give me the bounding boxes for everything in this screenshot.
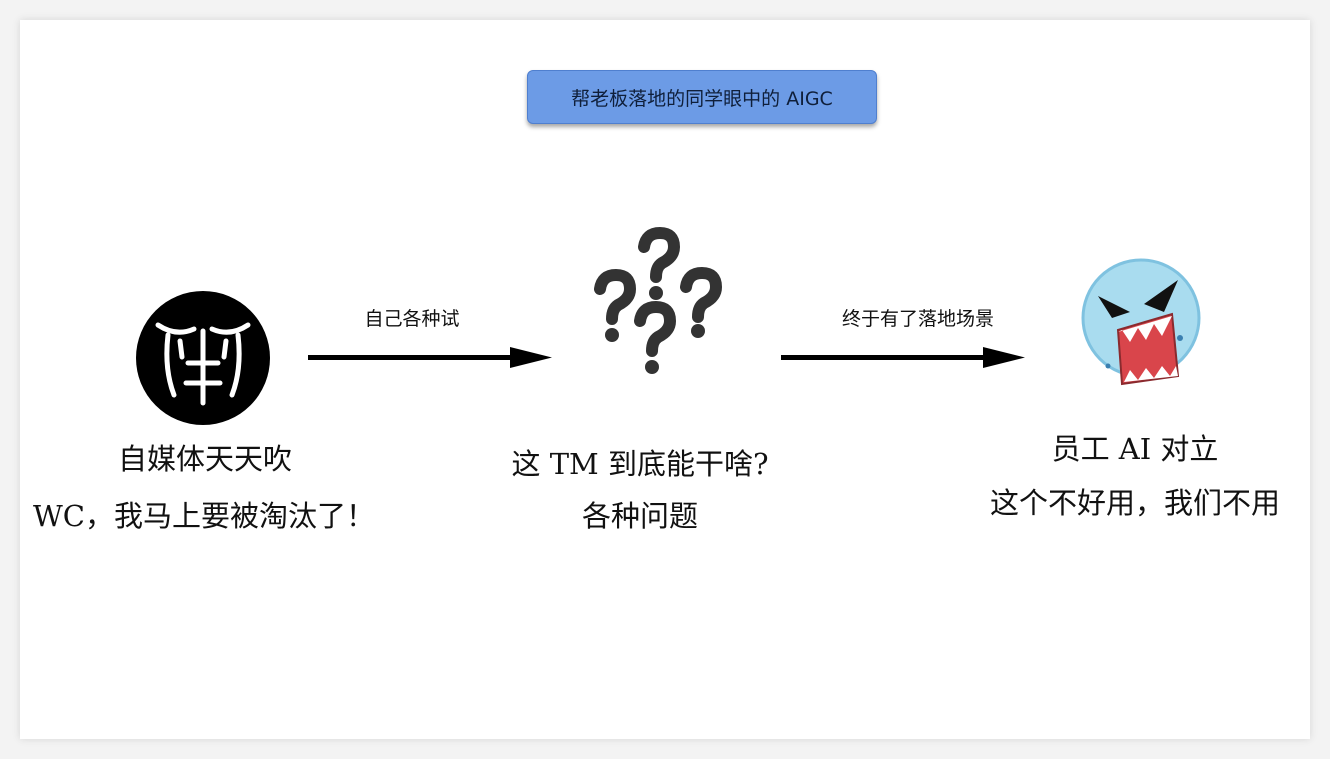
arrow-2 [779, 346, 1027, 370]
edge-2-label: 终于有了落地场景 [832, 304, 1004, 331]
diagram-title: 帮老板落地的同学眼中的 AIGC [527, 70, 877, 124]
node-1-line1: 自媒体天天吹 [60, 436, 350, 478]
node-1-line2: WC，我马上要被淘汰了！ [22, 493, 386, 535]
angry-face-icon [1078, 258, 1206, 388]
edge-1-label: 自己各种试 [350, 304, 474, 331]
question-marks-icon [590, 225, 726, 377]
diagram-title-text: 帮老板落地的同学眼中的 AIGC [571, 84, 833, 111]
arrow-1 [306, 346, 554, 370]
abs-muscle-icon [136, 291, 270, 425]
node-3-line2: 这个不好用，我们不用 [976, 480, 1294, 522]
node-2-line2: 各种问题 [540, 493, 740, 535]
node-2-line1: 这 TM 到底能干啥? [490, 441, 790, 483]
node-3-line1: 员工 AI 对立 [1000, 426, 1270, 468]
